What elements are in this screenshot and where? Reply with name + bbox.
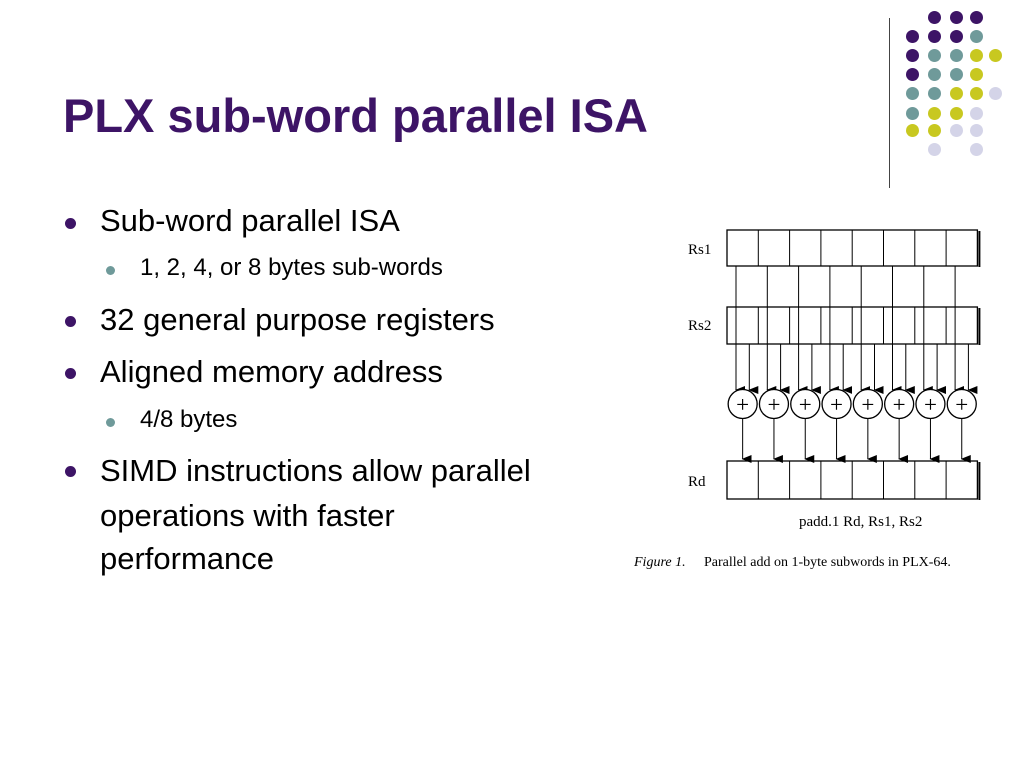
- decorative-dot: [906, 107, 919, 120]
- adder-circle: [821, 388, 852, 420]
- decorative-dot: [989, 87, 1002, 100]
- adder-circle: [946, 388, 977, 420]
- parallel-add-diagram: ++++++++ Rs1 Rs2 Rd padd.1 Rd, Rs1, Rs2 …: [633, 229, 981, 570]
- decorative-dot: [906, 68, 919, 81]
- bullet-item-line: performance: [100, 541, 275, 576]
- decorative-dot: [928, 49, 941, 62]
- decorative-dot: [950, 11, 963, 24]
- decorative-dot: [928, 107, 941, 120]
- decorative-dot: [970, 124, 983, 137]
- adder-circle: [727, 388, 758, 420]
- decorative-dot: [928, 124, 941, 137]
- decorative-dot: [970, 68, 983, 81]
- decorative-dot: [970, 87, 983, 100]
- slide-title: PLX sub-word parallel ISA: [63, 89, 648, 142]
- decorative-dot: [950, 87, 963, 100]
- plus-symbol: +: [830, 392, 843, 417]
- decorative-dot: [928, 68, 941, 81]
- caption-text: Parallel add on 1-byte subwords in PLX-6…: [704, 555, 951, 570]
- rs1-label: Rs1: [688, 242, 711, 258]
- decorative-dot: [950, 124, 963, 137]
- decorative-dot: [950, 30, 963, 43]
- instruction-label: padd.1 Rd, Rs1, Rs2: [799, 514, 922, 530]
- bullet-marker: [65, 218, 76, 229]
- decorative-dot: [970, 143, 983, 156]
- bullet-marker: [65, 466, 76, 477]
- decorative-dot: [970, 49, 983, 62]
- bullet-item: 32 general purpose registers: [100, 302, 495, 337]
- plus-symbol: +: [861, 392, 874, 417]
- adder-circle: [790, 388, 821, 420]
- plus-symbol: +: [893, 392, 906, 417]
- decorative-dot: [989, 49, 1002, 62]
- bullet-item: Sub-word parallel ISA: [100, 203, 400, 238]
- plus-symbol: +: [767, 392, 780, 417]
- decorative-dot: [950, 68, 963, 81]
- plus-symbol: +: [924, 392, 937, 417]
- decorative-dot: [928, 143, 941, 156]
- decorative-dot: [906, 30, 919, 43]
- decorative-dot: [950, 107, 963, 120]
- plus-symbol: +: [955, 392, 968, 417]
- plus-symbol: +: [736, 392, 749, 417]
- caption-label: Figure 1.: [633, 555, 686, 570]
- rs2-label: Rs2: [688, 318, 711, 334]
- decorative-dot: [928, 11, 941, 24]
- bullet-item: Aligned memory address: [100, 354, 443, 389]
- bullet-marker: [65, 316, 76, 327]
- sub-bullet-marker: [106, 266, 115, 275]
- bullet-marker: [65, 368, 76, 379]
- adder-circle: [883, 388, 915, 420]
- sub-bullet-item: 4/8 bytes: [140, 406, 238, 433]
- decorative-dot: [906, 87, 919, 100]
- bullet-item-line: operations with faster: [100, 498, 395, 533]
- sub-bullet-marker: [106, 418, 115, 427]
- rd-label: Rd: [688, 474, 706, 490]
- adder-circle: [852, 388, 884, 420]
- decorative-dot: [970, 11, 983, 24]
- decorative-dot: [970, 107, 983, 120]
- adder-circle: [915, 388, 946, 420]
- decorative-dot: [906, 49, 919, 62]
- sub-bullet-item: 1, 2, 4, or 8 bytes sub-words: [140, 254, 443, 281]
- decorative-dot: [928, 87, 941, 100]
- adder-circle: [758, 388, 790, 420]
- decorative-dot: [906, 124, 919, 137]
- decorative-dot: [970, 30, 983, 43]
- decorative-dot: [928, 30, 941, 43]
- decorative-dot: [950, 49, 963, 62]
- plus-symbol: +: [799, 392, 812, 417]
- bullet-item-line: SIMD instructions allow parallel: [100, 453, 531, 488]
- title-divider-line: [889, 18, 890, 188]
